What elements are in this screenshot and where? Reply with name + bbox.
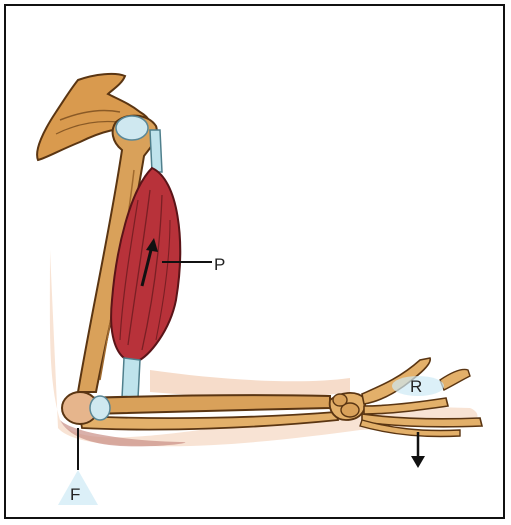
load-label: R [410, 377, 422, 396]
effort-label: P [214, 255, 225, 274]
elbow-joint [62, 392, 110, 424]
arrow-down-icon [411, 432, 425, 468]
fulcrum-label: F [70, 485, 80, 504]
